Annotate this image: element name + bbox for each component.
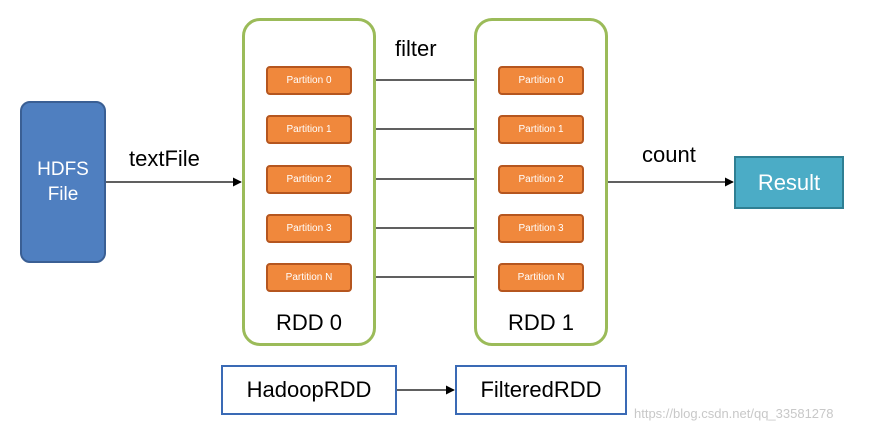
filter-label: filter xyxy=(395,36,437,61)
hadoop-rdd-box: HadoopRDD xyxy=(221,365,397,415)
hdfs-label-line2: File xyxy=(47,184,79,205)
count-label: count xyxy=(642,142,696,167)
rdd0-partition-3: Partition 3 xyxy=(266,214,352,243)
hdfs-label-line1: HDFS xyxy=(37,159,89,180)
textfile-label: textFile xyxy=(129,146,200,171)
hdfs-file-node: HDFS File xyxy=(20,101,106,263)
filtered-rdd-box: FilteredRDD xyxy=(455,365,627,415)
result-node: Result xyxy=(734,156,844,209)
rdd1-partition-2: Partition 2 xyxy=(498,165,584,194)
rdd1-label: RDD 1 xyxy=(507,310,574,335)
rdd0-partition-0: Partition 0 xyxy=(266,66,352,95)
rdd1-partition-0: Partition 0 xyxy=(498,66,584,95)
rdd0-partition-1: Partition 1 xyxy=(266,115,352,144)
rdd0-partition-2: Partition 2 xyxy=(266,165,352,194)
rdd1-partition-n: Partition N xyxy=(498,263,584,292)
rdd1-partition-1: Partition 1 xyxy=(498,115,584,144)
watermark-text: https://blog.csdn.net/qq_33581278 xyxy=(634,406,834,421)
rdd0-partition-n: Partition N xyxy=(266,263,352,292)
rdd0-label: RDD 0 xyxy=(275,310,342,335)
rdd1-partition-3: Partition 3 xyxy=(498,214,584,243)
